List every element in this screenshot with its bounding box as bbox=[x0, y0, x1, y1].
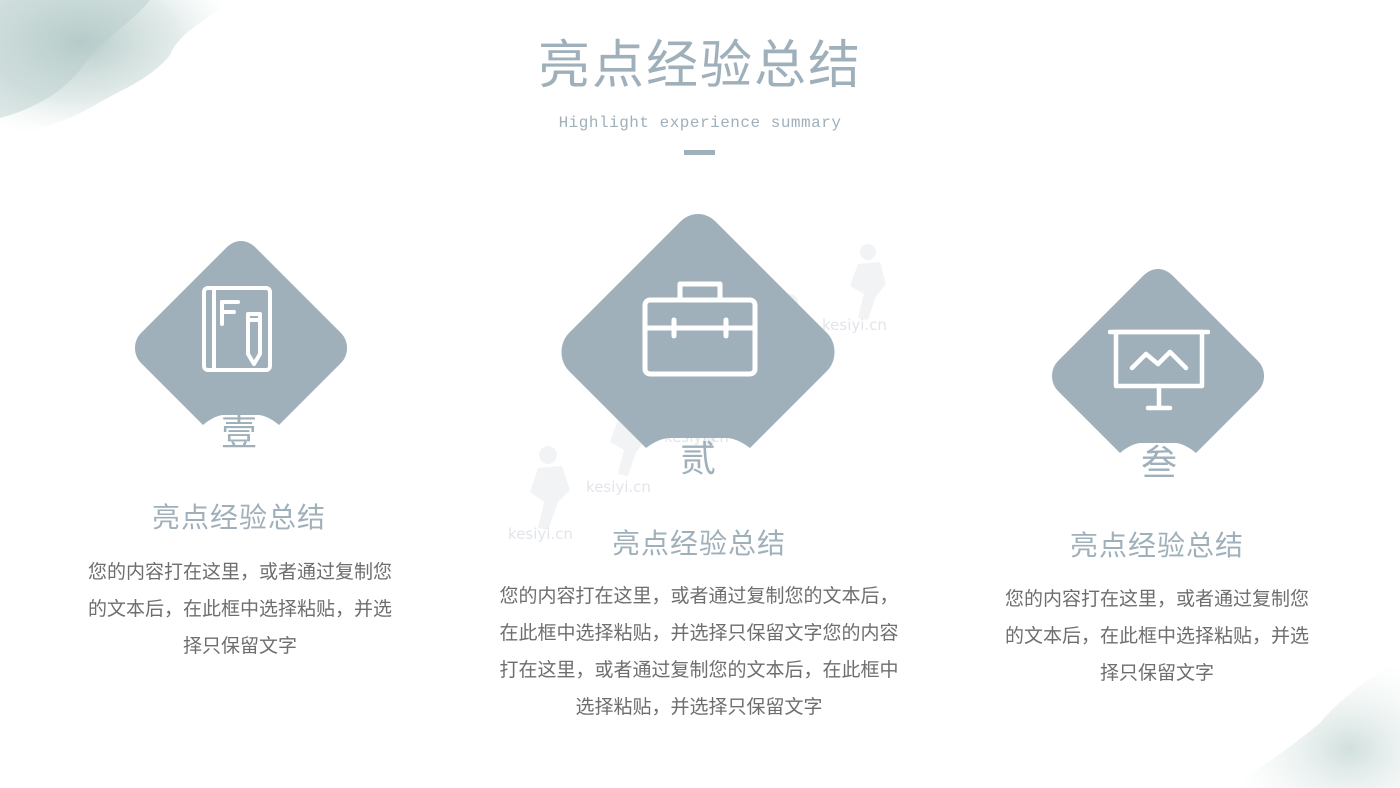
card-body: 您的内容打在这里，或者通过复制您 的文本后，在此框中选择粘贴，并选 择只保留文字 bbox=[60, 554, 420, 665]
card-body-line: 的文本后，在此框中选择粘贴，并选 bbox=[87, 598, 392, 620]
diamond-badge bbox=[135, 241, 347, 425]
card-heading: 亮点经验总结 bbox=[1069, 529, 1244, 562]
card-body-line: 的文本后，在此框中选择粘贴，并选 bbox=[1004, 625, 1309, 647]
notebook-pencil-icon bbox=[202, 286, 272, 372]
title-divider bbox=[684, 150, 715, 155]
card-body-line: 打在这里，或者通过复制您的文本后，在此框中 bbox=[499, 659, 899, 681]
card-body-line: 选择粘贴，并选择只保留文字 bbox=[575, 696, 823, 718]
card-body-line: 您的内容打在这里，或者通过复制您的文本后， bbox=[499, 585, 899, 607]
card-body: 您的内容打在这里，或者通过复制您 的文本后，在此框中选择粘贴，并选 择只保留文字 bbox=[977, 581, 1337, 692]
card-numeral: 贰 bbox=[679, 439, 716, 480]
page-subtitle: Highlight experience summary bbox=[558, 114, 842, 132]
diamond-badge bbox=[561, 214, 835, 448]
page-title: 亮点经验总结 bbox=[537, 36, 862, 96]
card-body-line: 择只保留文字 bbox=[1099, 662, 1214, 684]
card-numeral: 壹 bbox=[220, 413, 257, 454]
card-body-line: 您的内容打在这里，或者通过复制您 bbox=[87, 561, 392, 583]
briefcase-icon bbox=[642, 281, 758, 377]
card-heading: 亮点经验总结 bbox=[151, 501, 326, 534]
card-body-line: 择只保留文字 bbox=[182, 635, 297, 657]
presentation-chart-icon bbox=[1108, 329, 1210, 411]
card-body: 您的内容打在这里，或者通过复制您的文本后， 在此框中选择粘贴，并选择只保留文字您… bbox=[468, 578, 930, 726]
card-numeral: 叁 bbox=[1140, 443, 1177, 484]
card-body-line: 在此框中选择粘贴，并选择只保留文字您的内容 bbox=[499, 622, 899, 644]
card-body-line: 您的内容打在这里，或者通过复制您 bbox=[1004, 588, 1309, 610]
card-heading: 亮点经验总结 bbox=[611, 527, 786, 560]
